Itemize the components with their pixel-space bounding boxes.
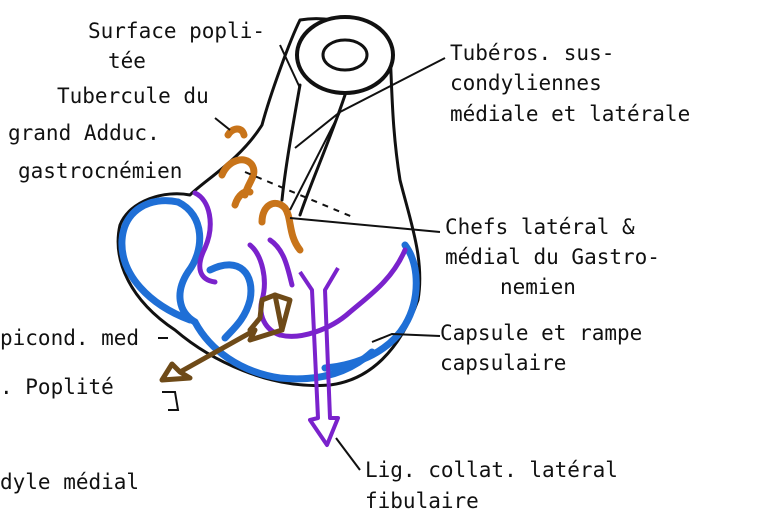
label-surface-poplitee: Surface popli- tée — [88, 19, 278, 73]
femur-shaft-section — [297, 17, 393, 93]
label-epicondyle-medial: picond. med — [0, 326, 139, 350]
leader-tuberosites-2 — [290, 112, 340, 210]
label-tubercule-adducteur: Tubercule du grand Adduc. — [8, 84, 221, 145]
label-chefs-gastrocnemien: Chefs latéral & médial du Gastro- nemien — [445, 215, 673, 299]
leader-chefs — [290, 218, 440, 232]
label-tuberosites: Tubéros. sus- condyliennes médiale et la… — [450, 41, 690, 126]
label-ligament: Lig. collat. latéral fibulaire — [365, 458, 631, 513]
medial-condyle-cartilage — [122, 201, 372, 379]
leader-capsule — [372, 334, 440, 342]
lateral-collateral-ligament-arrow — [300, 268, 338, 445]
leader-ligament — [336, 438, 360, 470]
label-gastrocnemien: gastrocnémien — [18, 159, 182, 183]
femur-shaft-inner-line — [282, 85, 300, 200]
label-poplite: . Poplité — [0, 375, 114, 399]
label-capsule: Capsule et rampe capsulaire — [440, 321, 655, 375]
leader-tubercule-adducteur — [215, 118, 230, 130]
label-condyle-medial: dyle médial — [0, 470, 139, 494]
leader-poplite — [162, 392, 178, 410]
